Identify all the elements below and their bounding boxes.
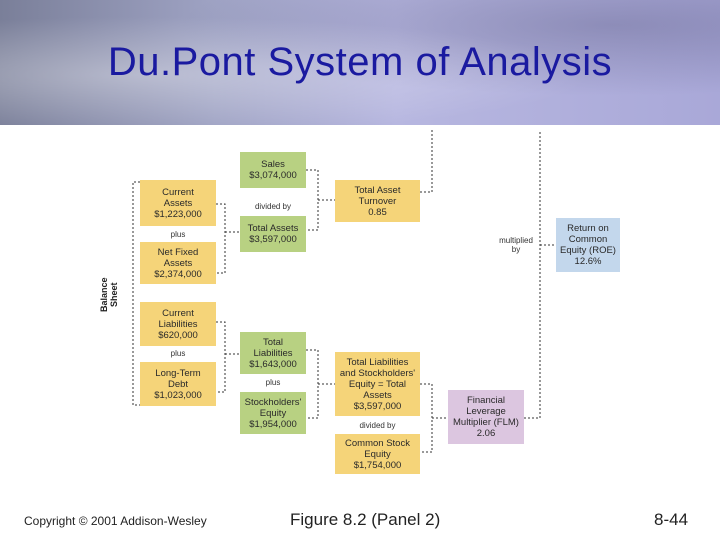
sales-line1: Sales [261, 159, 285, 170]
total-asset-turnover-value: 0.85 [368, 206, 387, 218]
copyright-text: Copyright © 2001 Addison-Wesley [24, 514, 207, 528]
header-background-image [0, 0, 720, 125]
tl-se-value: $3,597,000 [353, 400, 402, 412]
diagram-connectors [132, 130, 556, 453]
common-stock-equity-line1: Common Stock [345, 437, 410, 449]
total-assets-value: $3,597,000 [249, 234, 297, 245]
total-assets-box: Total Assets $3,597,000 [240, 216, 306, 252]
roe-line2: Common [568, 234, 608, 245]
tl-se-line1: Total Liabilities [346, 356, 409, 368]
stockholders-equity-line2: Equity [259, 407, 287, 419]
header-banner [0, 0, 720, 125]
stockholders-equity-box: Stockholders' Equity $1,954,000 [240, 392, 306, 434]
current-assets-box: Current Assets $1,223,000 [140, 180, 216, 226]
plus-label-liabilities: plus [170, 349, 186, 358]
net-fixed-assets-value: $2,374,000 [154, 268, 202, 280]
dupont-diagram: Balance Sheet Current Assets $1,223,000 … [80, 130, 642, 492]
tl-se-line3: Equity = Total [348, 378, 407, 390]
plus-label-equity: plus [265, 378, 281, 387]
flm-value: 2.06 [476, 428, 496, 439]
common-stock-equity-line2: Equity [364, 448, 391, 460]
net-fixed-assets-line2: Assets [163, 257, 193, 269]
stockholders-equity-value: $1,954,000 [249, 418, 297, 430]
total-asset-turnover-line1: Total Asset [354, 184, 401, 196]
long-term-debt-line2: Debt [167, 378, 189, 390]
sales-value: $3,074,000 [249, 170, 297, 181]
slide-title: Du.Pont System of Analysis [107, 40, 613, 84]
tl-se-line2: and Stockholders' [339, 367, 416, 379]
divided-by-label-flm: divided by [359, 421, 396, 430]
multiplied-by-line1: multiplied [499, 236, 533, 245]
current-assets-value: $1,223,000 [154, 208, 202, 220]
total-liabilities-box: Total Liabilities $1,643,000 [240, 332, 306, 374]
total-liabilities-line2: Liabilities [253, 347, 293, 359]
total-liabilities-line1: Total [262, 336, 284, 348]
tl-se-line4: Assets [363, 389, 392, 401]
current-liabilities-value: $620,000 [158, 329, 198, 341]
plus-label-assets: plus [170, 230, 186, 239]
roe-line1: Return on [567, 223, 609, 234]
divided-by-label-turnover: divided by [254, 202, 292, 211]
return-on-common-equity-box: Return on Common Equity (ROE) 12.6% [556, 218, 620, 272]
long-term-debt-box: Long-Term Debt $1,023,000 [140, 362, 216, 406]
total-liabilities-and-equity-box: Total Liabilities and Stockholders' Equi… [335, 352, 420, 416]
stockholders-equity-line1: Stockholders' [244, 396, 302, 408]
page-number: 8-44 [654, 510, 689, 529]
figure-caption: Figure 8.2 (Panel 2) [290, 510, 441, 529]
common-stock-equity-box: Common Stock Equity $1,754,000 [335, 434, 420, 474]
long-term-debt-line1: Long-Term [155, 367, 201, 379]
total-liabilities-value: $1,643,000 [249, 358, 297, 370]
current-assets-line2: Assets [163, 197, 193, 209]
current-assets-line1: Current [162, 186, 194, 198]
net-fixed-assets-line1: Net Fixed [157, 246, 199, 258]
total-asset-turnover-box: Total Asset Turnover 0.85 [335, 180, 420, 222]
long-term-debt-value: $1,023,000 [154, 389, 202, 401]
multiplied-by-line2: by [511, 245, 521, 254]
financial-leverage-multiplier-box: Financial Leverage Multiplier (FLM) 2.06 [448, 390, 524, 444]
current-liabilities-line2: Liabilities [158, 318, 198, 330]
roe-line3: Equity (ROE) [560, 245, 616, 256]
balance-sheet-label: Balance Sheet [99, 277, 119, 312]
sales-box: Sales $3,074,000 [240, 152, 306, 188]
balance-sheet-label-line2: Sheet [109, 282, 119, 307]
roe-value: 12.6% [574, 256, 602, 267]
balance-sheet-label-line1: Balance [99, 277, 109, 312]
flm-line2: Leverage [466, 406, 506, 417]
common-stock-equity-value: $1,754,000 [353, 459, 402, 471]
total-assets-line1: Total Assets [247, 223, 299, 234]
total-asset-turnover-line2: Turnover [358, 195, 397, 207]
multiplied-by-label: multiplied by [494, 236, 538, 254]
flm-line1: Financial [466, 395, 506, 406]
current-liabilities-line1: Current [162, 307, 194, 319]
net-fixed-assets-box: Net Fixed Assets $2,374,000 [140, 242, 216, 284]
flm-line3: Multiplier (FLM) [453, 417, 519, 428]
current-liabilities-box: Current Liabilities $620,000 [140, 302, 216, 346]
